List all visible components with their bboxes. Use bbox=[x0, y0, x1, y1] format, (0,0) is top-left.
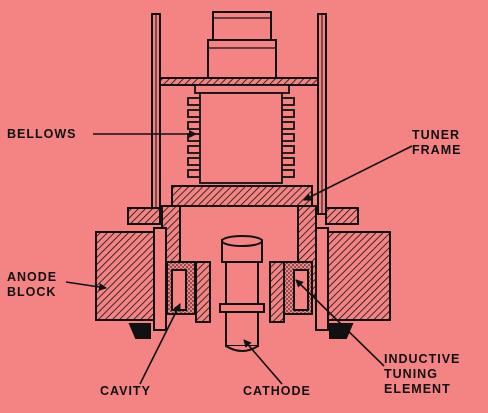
cavity-leader bbox=[139, 303, 181, 385]
anode-block-right bbox=[315, 227, 391, 339]
inductive-tuning-element-label: INDUCTIVE TUNING ELEMENT bbox=[384, 352, 460, 397]
tuner-frame-label-line2: FRAME bbox=[412, 143, 462, 157]
cavity-label: CAVITY bbox=[100, 384, 151, 398]
right-rod bbox=[317, 13, 327, 215]
tuner-frame-label: TUNER FRAME bbox=[412, 128, 461, 158]
inductive-tuning-element-label-line3: ELEMENT bbox=[384, 382, 451, 396]
anode-block-leader bbox=[65, 281, 107, 291]
top-cap bbox=[207, 11, 277, 79]
inductive-tuning-element-right bbox=[269, 261, 313, 323]
anode-block-label-line1: ANODE bbox=[7, 270, 58, 284]
cathode-leader bbox=[243, 339, 283, 385]
tuner-frame-label-line1: TUNER bbox=[412, 128, 461, 142]
bellows-label: BELLOWS bbox=[7, 127, 77, 141]
tuner-frame-leader bbox=[303, 145, 413, 201]
anode-block-left bbox=[95, 227, 167, 339]
inductive-tuning-element-leader bbox=[295, 279, 385, 367]
anode-block-label: ANODE BLOCK bbox=[7, 270, 57, 300]
inductive-tuning-element-label-line1: INDUCTIVE bbox=[384, 352, 461, 366]
anode-block-label-line2: BLOCK bbox=[7, 285, 57, 299]
bellows bbox=[187, 84, 295, 184]
collars bbox=[127, 207, 359, 225]
cathode bbox=[219, 235, 265, 352]
upper-plate bbox=[159, 77, 319, 86]
inductive-tuning-element-label-line2: TUNING bbox=[384, 367, 438, 381]
inductive-tuning-element-left bbox=[166, 261, 211, 323]
left-rod bbox=[151, 13, 161, 215]
cathode-label: CATHODE bbox=[243, 384, 311, 398]
